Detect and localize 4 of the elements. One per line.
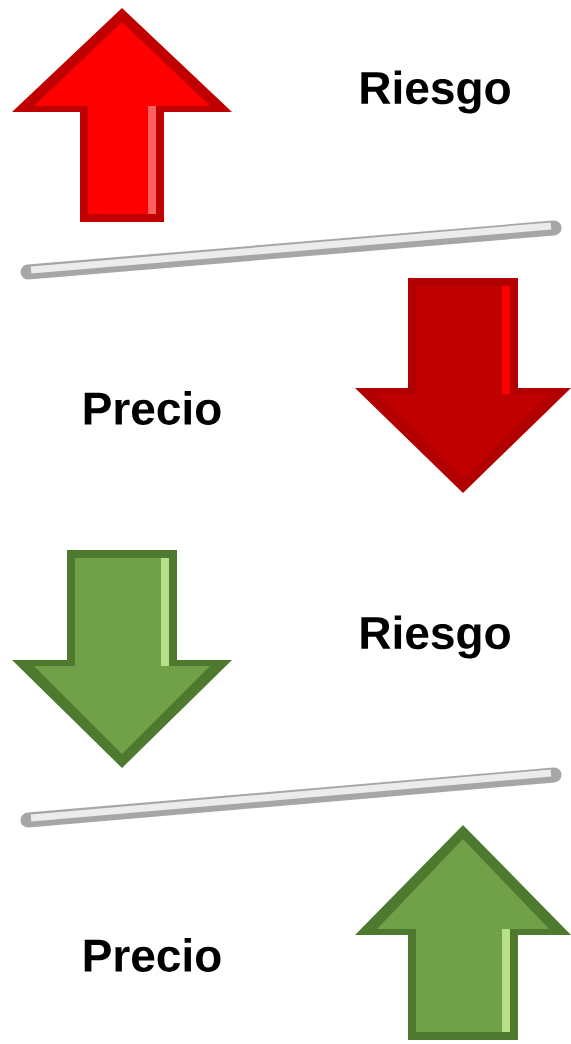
- word-label: Riesgo: [361, 70, 510, 114]
- word-label: Precio: [84, 391, 221, 425]
- word-label: Precio: [84, 938, 221, 972]
- word-label: Riesgo: [361, 615, 510, 659]
